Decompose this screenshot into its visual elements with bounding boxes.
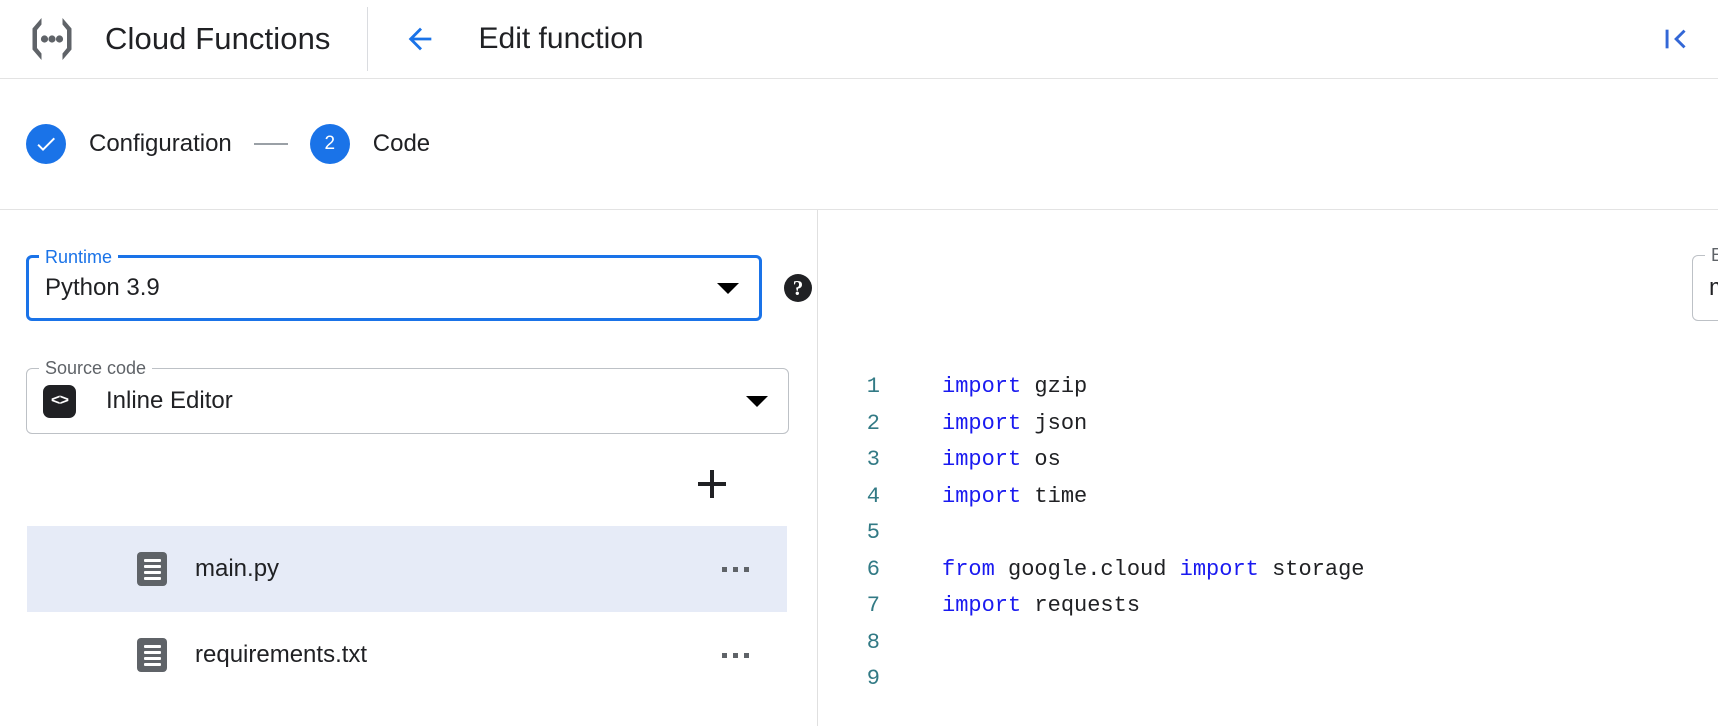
product-name: Cloud Functions <box>105 21 331 56</box>
collapse-panel-button[interactable] <box>1654 17 1698 61</box>
step-code[interactable]: 2 Code <box>309 124 431 164</box>
line-number: 7 <box>866 593 880 618</box>
main-content: Runtime Python 3.9 ? Source code <> Inli… <box>0 210 1718 726</box>
source-code-value: Inline Editor <box>106 387 233 414</box>
file-list-item-requirements-txt[interactable]: requirements.txt <box>27 612 787 698</box>
app-header: Cloud Functions Edit function <box>0 0 1718 79</box>
check-icon <box>37 137 55 151</box>
code-line[interactable]: 1 import gzip <box>818 369 1718 406</box>
left-pane: Runtime Python 3.9 ? Source code <> Inli… <box>0 210 818 726</box>
step-configuration[interactable]: Configuration <box>26 124 232 164</box>
code-editor[interactable]: 1 import gzip 2 import json 3 import os 4 impor… <box>818 369 1718 726</box>
code-line[interactable]: 9 <box>818 661 1718 698</box>
file-icon <box>137 638 167 672</box>
add-file-button[interactable] <box>690 462 734 506</box>
wizard-stepper: Configuration 2 Code <box>0 79 1718 210</box>
code-text <box>890 515 942 552</box>
file-options-icon[interactable] <box>722 652 749 658</box>
entry-point-field[interactable]: Entry point main ? <box>1692 245 1718 321</box>
brand-area[interactable]: Cloud Functions <box>0 0 361 78</box>
entry-point-label: Entry point <box>1705 245 1718 265</box>
chevron-down-icon[interactable] <box>717 282 739 294</box>
chevron-down-icon[interactable] <box>746 395 768 407</box>
source-code-label: Source code <box>39 358 153 378</box>
step-code-label: Code <box>372 130 431 157</box>
line-number: 6 <box>866 556 880 582</box>
line-number: 4 <box>866 483 880 509</box>
line-number: 5 <box>866 520 880 545</box>
line-number: 9 <box>866 666 880 691</box>
code-text <box>890 625 942 662</box>
runtime-select[interactable]: Runtime Python 3.9 <box>26 247 762 321</box>
step-code-marker: 2 <box>309 124 350 164</box>
collapse-panel-icon <box>1665 29 1686 49</box>
file-list: main.py requirements.txt <box>27 526 787 698</box>
code-line[interactable]: 5 <box>818 515 1718 552</box>
header-actions <box>1654 17 1698 61</box>
file-name: requirements.txt <box>195 641 368 668</box>
code-text: import requests <box>942 593 1141 618</box>
header-divider <box>366 7 368 71</box>
entry-point-value[interactable]: main <box>1709 274 1718 302</box>
code-text <box>890 661 942 698</box>
arrow-left-icon <box>408 27 431 51</box>
line-number: 1 <box>866 374 880 399</box>
file-options-icon[interactable] <box>722 566 749 572</box>
source-code-select[interactable]: Source code <> Inline Editor <box>26 358 789 434</box>
plus-icon-bar <box>698 482 726 486</box>
step-connector <box>253 143 288 145</box>
code-line[interactable]: 8 <box>818 625 1718 662</box>
line-number: 2 <box>866 410 880 436</box>
page-title: Edit function <box>478 22 644 55</box>
step-configuration-marker <box>26 124 66 164</box>
step-configuration-label: Configuration <box>89 130 232 157</box>
code-brackets-icon: <> <box>43 384 76 418</box>
cloud-functions-logo-icon <box>24 11 80 67</box>
code-line[interactable]: 2 import json <box>818 406 1718 443</box>
code-line[interactable]: 6 from google.cloud import storage <box>818 552 1718 589</box>
code-text: import time <box>942 483 1088 509</box>
line-number: 8 <box>866 629 880 655</box>
runtime-label: Runtime <box>39 247 119 267</box>
right-pane: Entry point main ? 1 import gzip 2 import j… <box>818 210 1718 726</box>
code-text: import json <box>942 410 1088 436</box>
file-icon <box>137 552 167 586</box>
code-line[interactable]: 3 import os <box>818 442 1718 479</box>
line-number: 3 <box>866 447 880 472</box>
entry-point-row: Entry point main ? <box>1692 245 1718 321</box>
code-line[interactable]: 4 import time <box>818 479 1718 516</box>
back-button[interactable] <box>394 13 446 65</box>
code-line[interactable]: 7 import requests <box>818 588 1718 625</box>
file-name: main.py <box>195 555 280 582</box>
code-text: import os <box>942 447 1061 472</box>
code-text: from google.cloud import storage <box>942 556 1365 582</box>
code-text: import gzip <box>942 374 1088 399</box>
runtime-help-icon[interactable]: ? <box>784 274 812 302</box>
runtime-value: Python 3.9 <box>45 274 160 301</box>
runtime-row: Runtime Python 3.9 ? <box>26 247 812 321</box>
file-list-item-main-py[interactable]: main.py <box>27 526 787 612</box>
